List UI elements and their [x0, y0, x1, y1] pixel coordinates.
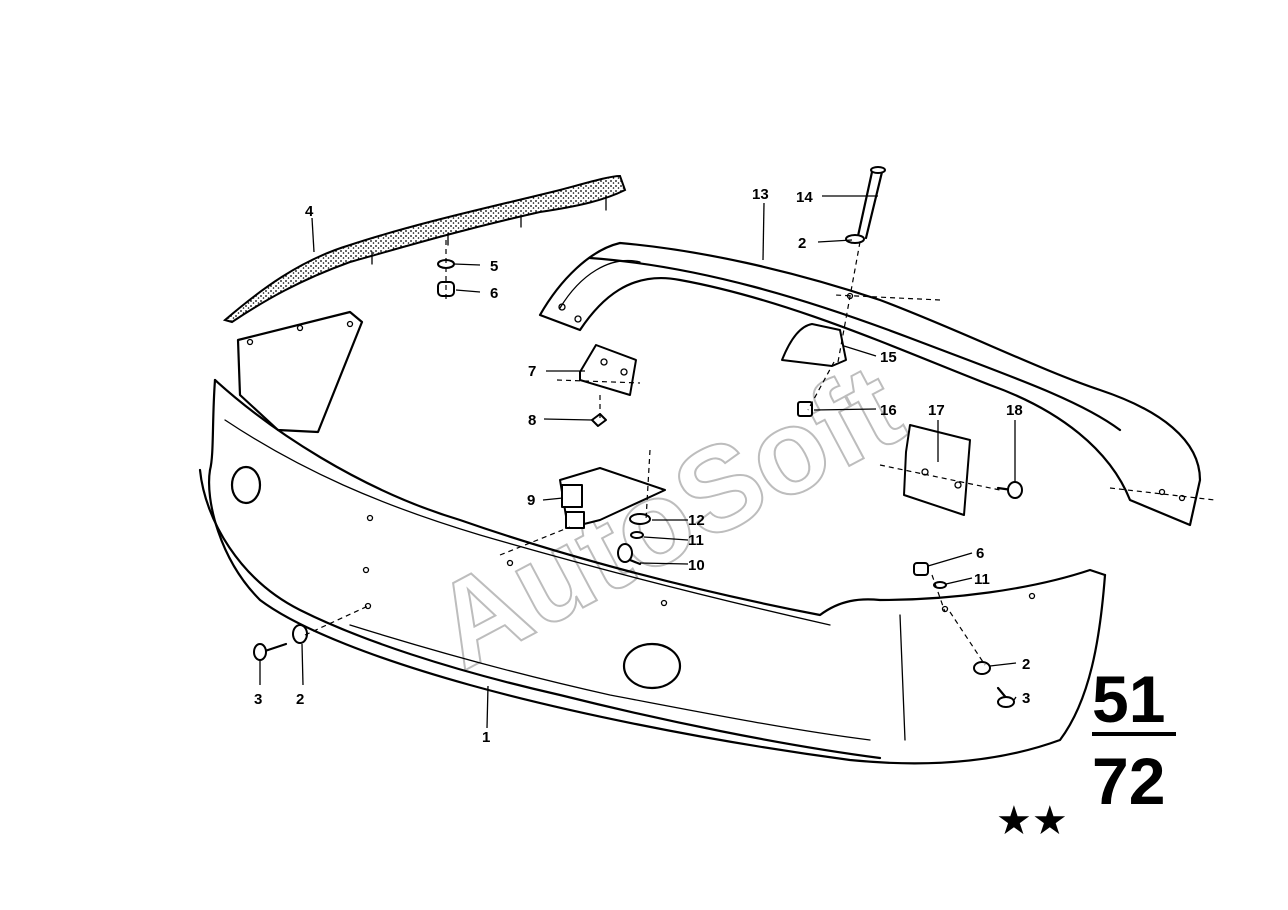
callout-18: 18	[1006, 402, 1023, 419]
washer-11	[630, 531, 644, 539]
callout-13: 13	[752, 186, 769, 203]
bumper-body	[198, 378, 1107, 765]
group-code-top: 51	[1092, 662, 1165, 736]
washer-11-right	[933, 581, 947, 589]
callout-12: 12	[688, 512, 705, 529]
callout-14: 14	[796, 189, 813, 206]
callout-17: 17	[928, 402, 945, 419]
long-bolt	[845, 166, 886, 244]
nut	[797, 401, 813, 417]
trim-strip	[222, 174, 627, 324]
bolt-3-right	[996, 686, 1015, 708]
bracket-9	[559, 467, 666, 529]
callout-4: 4	[305, 203, 314, 220]
clip	[591, 413, 607, 427]
callout-2-top: 2	[798, 235, 806, 252]
callout-10: 10	[688, 557, 705, 574]
washer-12	[629, 513, 651, 525]
left-inner-panel	[236, 310, 364, 434]
bolt-10	[617, 543, 642, 566]
plate-17	[903, 424, 971, 516]
spacer-6-right	[913, 562, 929, 576]
bolt-18	[996, 481, 1023, 499]
assembly-lines	[304, 240, 1216, 666]
callout-3-left: 3	[254, 691, 262, 708]
callout-7: 7	[528, 363, 536, 380]
callout-11-left: 11	[688, 532, 704, 549]
group-code-bottom: 72	[1092, 744, 1165, 818]
upper-rear-section	[538, 241, 1202, 527]
callout-1: 1	[482, 729, 490, 746]
callout-5: 5	[490, 258, 498, 275]
callout-2-left: 2	[296, 691, 304, 708]
callout-6-right: 6	[976, 545, 984, 562]
mount-bracket	[781, 323, 847, 367]
callout-15: 15	[880, 349, 897, 366]
callout-8: 8	[528, 412, 536, 429]
callout-2-right: 2	[1022, 656, 1030, 673]
washer-2-right	[973, 661, 991, 675]
stars-rating: ★★	[996, 798, 1068, 844]
callout-11-right: 11	[974, 571, 990, 588]
bolt-3-left	[253, 642, 288, 661]
watermark-text: AutoSoft	[412, 338, 922, 694]
washer-2-left	[292, 624, 308, 644]
leader-lines	[259, 195, 1017, 729]
callout-9: 9	[527, 492, 535, 509]
callout-16: 16	[880, 402, 897, 419]
group-code: 51 72	[1092, 662, 1176, 818]
callout-3-right: 3	[1022, 690, 1030, 707]
bracket-7	[579, 344, 637, 396]
callout-6-left: 6	[490, 285, 498, 302]
